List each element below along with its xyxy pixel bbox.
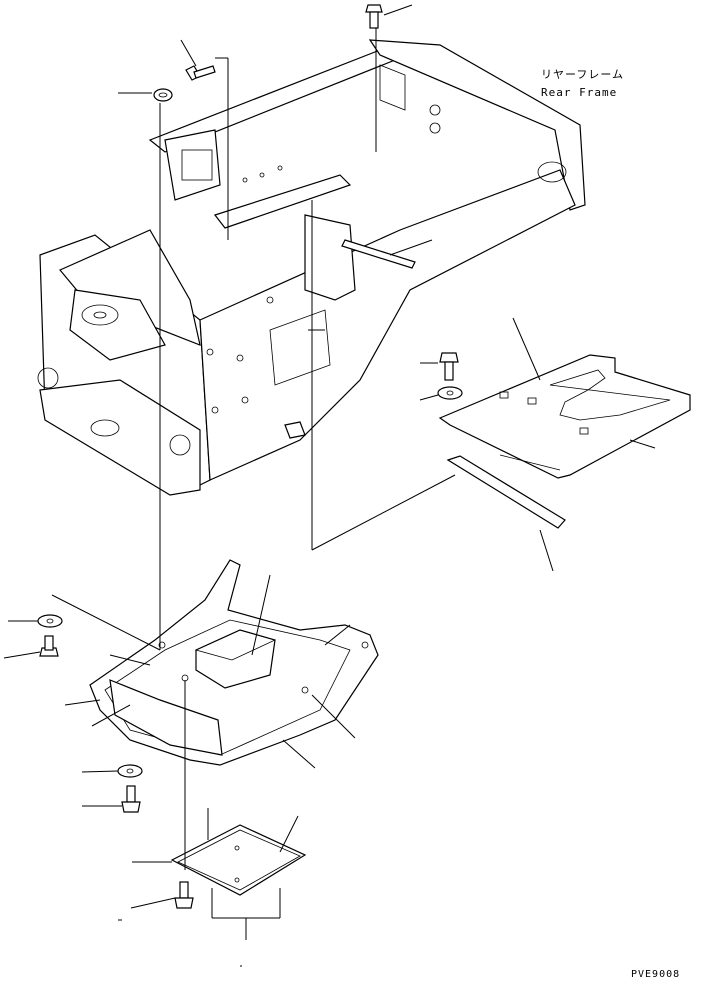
rear-frame-label-en: Rear Frame	[541, 86, 618, 99]
bolt-icon	[39, 635, 59, 657]
small-cover-plate	[170, 824, 307, 896]
bolt-icon	[185, 65, 216, 81]
rear-frame-label-jp: リヤーフレーム	[541, 68, 625, 81]
washer-icon	[37, 614, 63, 628]
drawing-code: PVE9008	[631, 969, 681, 980]
leader-lines	[3, 4, 656, 967]
washer-icon	[437, 386, 463, 400]
washer-icon	[117, 764, 143, 778]
bolt-icon	[365, 4, 383, 29]
bolt-icon	[439, 352, 459, 381]
bolt-icon	[121, 785, 141, 813]
nut-icon	[153, 88, 173, 102]
under-cover	[89, 559, 379, 766]
bolt-icon	[174, 881, 194, 909]
right-floor-plate	[438, 354, 691, 529]
